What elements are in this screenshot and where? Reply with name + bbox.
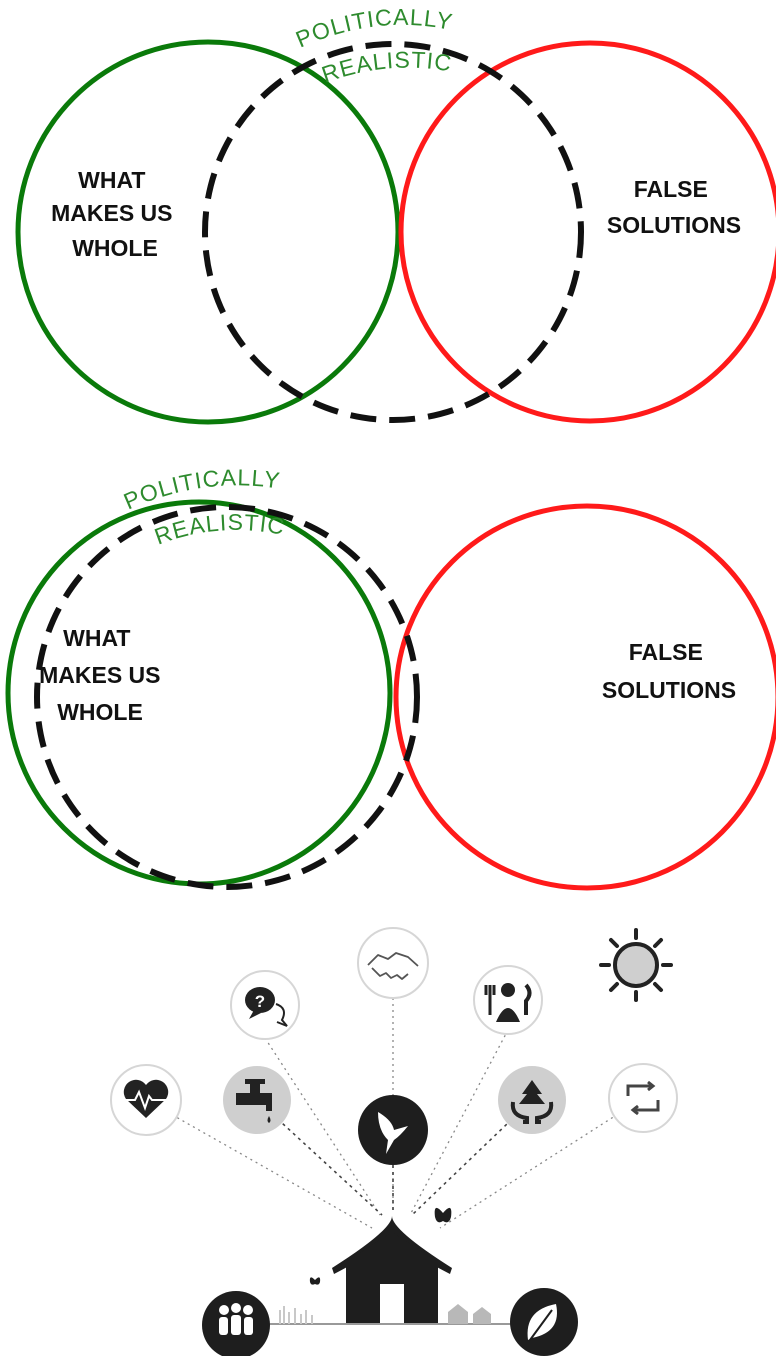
question-bubble-icon: ? <box>230 970 300 1040</box>
connector-lines <box>145 998 644 1229</box>
false-solutions-circle <box>393 503 776 891</box>
leaf-icon <box>510 1288 578 1356</box>
water-tap-icon <box>223 1066 291 1134</box>
svg-text:?: ? <box>255 992 265 1011</box>
recycle-icon <box>608 1063 678 1133</box>
heart-pulse-icon <box>110 1064 182 1136</box>
politically-realistic-circle <box>202 41 584 423</box>
false-solutions-label: FALSE SOLUTIONS <box>607 176 741 238</box>
people-icon <box>202 1291 270 1356</box>
handshake-icon <box>357 927 429 999</box>
false-solutions-circle <box>398 40 776 424</box>
what-makes-us-whole-label: WHAT MAKES US WHOLE <box>51 167 179 261</box>
what-makes-us-whole-circle <box>5 499 393 887</box>
tree-hands-icon <box>498 1066 566 1134</box>
sun-icon <box>599 928 673 1002</box>
false-solutions-label: FALSE SOLUTIONS <box>602 639 736 703</box>
butterfly-icon <box>309 1207 452 1285</box>
venn-diagram-top: POLITICALLY REALISTIC WHAT MAKES US WHOL… <box>15 4 776 425</box>
what-makes-us-whole-label: WHAT MAKES US WHOLE <box>39 625 167 725</box>
politically-realistic-circle <box>34 504 420 890</box>
house-icon <box>332 1216 452 1324</box>
ground <box>240 1304 545 1325</box>
food-icon <box>473 965 543 1035</box>
community-illustration: ? <box>110 927 678 1356</box>
what-makes-us-whole-circle <box>15 39 401 425</box>
hummingbird-icon <box>358 1095 428 1165</box>
venn-diagram-bottom: POLITICALLY REALISTIC WHAT MAKES US WHOL… <box>5 464 776 891</box>
